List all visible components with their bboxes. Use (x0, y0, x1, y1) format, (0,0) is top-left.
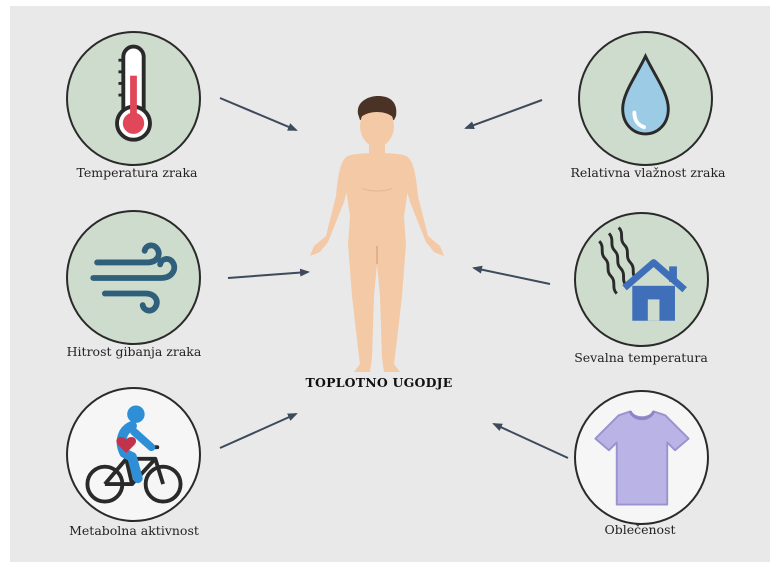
water-drop-icon (580, 33, 711, 164)
factor-label-radiant: Sevalna temperatura (574, 350, 708, 365)
radiant-circle (574, 212, 709, 347)
human-figure (296, 96, 458, 372)
radiant-heat-house-icon (576, 214, 707, 345)
factor-label-metabolic: Metabolna aktivnost (69, 523, 199, 538)
air-speed-circle (66, 210, 201, 345)
tshirt-icon (576, 392, 707, 523)
factor-label-air-speed: Hitrost gibanja zraka (67, 344, 202, 359)
metabolic-circle (66, 387, 201, 522)
thermometer-icon (68, 33, 199, 164)
temperature-circle (66, 31, 201, 166)
center-title: TOPLOTNO UGODJE (306, 375, 453, 390)
factor-label-temperature: Temperatura zraka (77, 165, 198, 180)
wind-icon (68, 212, 199, 343)
factor-label-clothing: Oblečenost (604, 522, 675, 537)
cyclist-icon (68, 389, 199, 520)
humidity-circle (578, 31, 713, 166)
clothing-circle (574, 390, 709, 525)
factor-label-humidity: Relativna vlažnost zraka (571, 165, 726, 180)
